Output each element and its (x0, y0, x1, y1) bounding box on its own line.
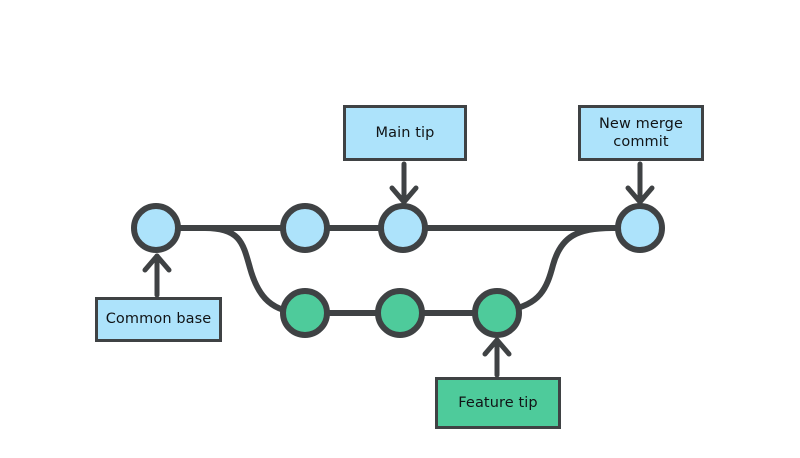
label-text-common-base: Common base (105, 311, 212, 328)
commit-node-feature-2[interactable] (375, 288, 425, 338)
commit-node-feature-tip[interactable] (472, 288, 522, 338)
label-text-feature-tip: Feature tip (458, 394, 538, 411)
commit-node-main-1[interactable] (280, 203, 330, 253)
edge-group (153, 225, 643, 316)
feature-branch-nodes (280, 288, 522, 338)
label-text-main-tip: Main tip (375, 124, 435, 141)
label-box-feature-tip[interactable]: Feature tip (435, 377, 561, 429)
label-text-new-merge-commit: New merge commit (598, 115, 683, 150)
label-box-new-merge-commit[interactable]: New merge commit (578, 105, 704, 161)
commit-node-feature-1[interactable] (280, 288, 330, 338)
arrow-up-icon-feature-tip (482, 337, 512, 378)
commit-node-common-base[interactable] (131, 203, 181, 253)
annotation-arrows (142, 161, 655, 378)
arrow-down-icon-main-tip (389, 161, 419, 205)
commit-node-main-tip[interactable] (378, 203, 428, 253)
edge-merge-curve (505, 225, 615, 313)
label-box-main-tip[interactable]: Main tip (343, 105, 467, 161)
main-branch-nodes (131, 203, 665, 253)
label-box-common-base[interactable]: Common base (95, 297, 222, 342)
arrow-down-icon-new-merge-commit (625, 161, 655, 205)
commit-node-merge-commit[interactable] (615, 203, 665, 253)
arrow-up-icon-common-base (142, 253, 172, 298)
